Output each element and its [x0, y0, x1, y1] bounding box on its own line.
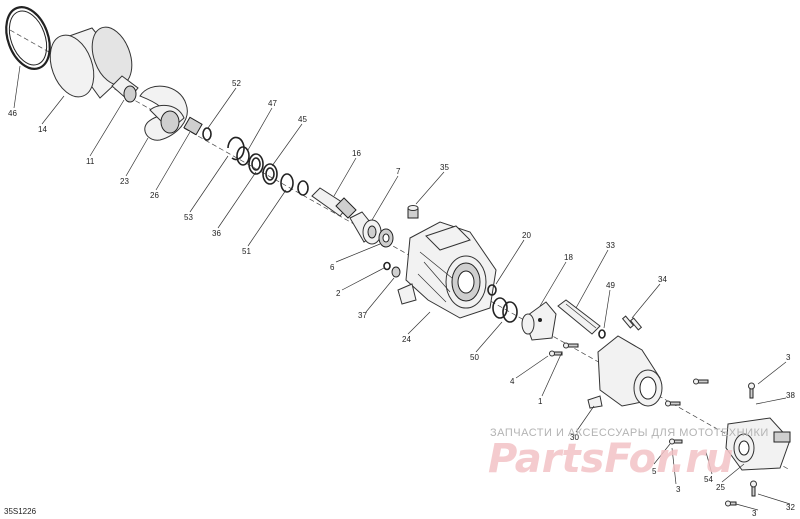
callout-25: 25 [716, 483, 725, 492]
callout-46: 46 [8, 109, 17, 118]
part-34-pins [621, 315, 643, 331]
part-36-seal [248, 153, 264, 175]
part-25-steering-nozzle [725, 417, 791, 471]
part-3b-bolt [665, 400, 681, 407]
part-26-nut [183, 116, 203, 136]
part-6-nut [378, 228, 394, 248]
callout-38: 38 [786, 391, 795, 400]
part-11-cone [111, 75, 139, 103]
drawing-code: 35S1226 [4, 507, 37, 516]
callout-37: 37 [358, 311, 367, 320]
part-14-wear-ring [49, 26, 133, 99]
part-51-oring [280, 173, 294, 193]
callout-6: 6 [330, 263, 335, 272]
callout-52: 52 [232, 79, 241, 88]
part-45-seal [262, 163, 278, 185]
callout-36: 36 [212, 229, 221, 238]
part-3-bolt [693, 378, 709, 385]
callout-4: 4 [510, 377, 515, 386]
part-5-bolt [669, 438, 683, 445]
callout-1: 1 [538, 397, 543, 406]
watermark: ЗАПЧАСТИ И АКСЕССУАРЫ ДЛЯ МОТОТЕХНИКИ Pa… [488, 427, 769, 482]
part-47-washer [236, 146, 250, 166]
part-18-cone [521, 301, 557, 341]
callout-53: 53 [184, 213, 193, 222]
part-2-washer [383, 261, 391, 271]
callout-49: 49 [606, 281, 615, 290]
part-52-ring [202, 127, 212, 141]
part-24-pump-housing [397, 221, 497, 319]
callout-47: 47 [268, 99, 277, 108]
part-4-screw [549, 350, 563, 357]
callout-labels: 46 14 11 23 26 52 53 47 36 45 51 16 7 6 … [8, 79, 795, 518]
callout-35: 35 [440, 163, 449, 172]
part-30-nozzle [587, 335, 663, 409]
callout-50: 50 [470, 353, 479, 362]
watermark-top-text: ЗАПЧАСТИ И АКСЕССУАРЫ ДЛЯ МОТОТЕХНИКИ [490, 427, 769, 439]
part-37-washer [391, 266, 401, 278]
callout-33: 33 [606, 241, 615, 250]
callout-20: 20 [522, 231, 531, 240]
callout-45: 45 [298, 115, 307, 124]
callout-16: 16 [352, 149, 361, 158]
callout-32: 32 [786, 503, 795, 512]
part-50-orings [492, 297, 518, 323]
callout-54: 54 [704, 475, 713, 484]
part-7-bearing [349, 211, 382, 245]
callout-3-top: 3 [786, 353, 791, 362]
part-3c-bolt [725, 500, 737, 507]
callout-7: 7 [396, 167, 401, 176]
callout-34: 34 [658, 275, 667, 284]
part-20-ring [487, 284, 497, 296]
watermark-logo: PartsFor.ru [488, 436, 734, 482]
callout-51: 51 [242, 247, 251, 256]
callout-11: 11 [86, 157, 95, 166]
leader-lines [13, 65, 791, 511]
callout-23: 23 [120, 177, 129, 186]
part-23-impeller [139, 85, 188, 141]
callout-2: 2 [336, 289, 341, 298]
part-53-circlip [227, 136, 245, 161]
part-33-strip [557, 299, 601, 335]
callout-3-bottom: 3 [752, 509, 757, 518]
part-35-plug [407, 205, 419, 219]
callout-30: 30 [570, 433, 579, 442]
part-46-ring [5, 6, 51, 70]
part-49-ring [598, 329, 606, 339]
part-32-bolt [750, 480, 757, 497]
callout-18: 18 [564, 253, 573, 262]
part-1-screw [563, 342, 579, 349]
part-38-bolt [748, 382, 755, 399]
callout-26: 26 [150, 191, 159, 200]
callout-24: 24 [402, 335, 411, 344]
callout-5: 5 [652, 467, 657, 476]
part-16-shaft [297, 180, 357, 219]
callout-3-mid: 3 [676, 485, 681, 494]
callout-14: 14 [38, 125, 47, 134]
